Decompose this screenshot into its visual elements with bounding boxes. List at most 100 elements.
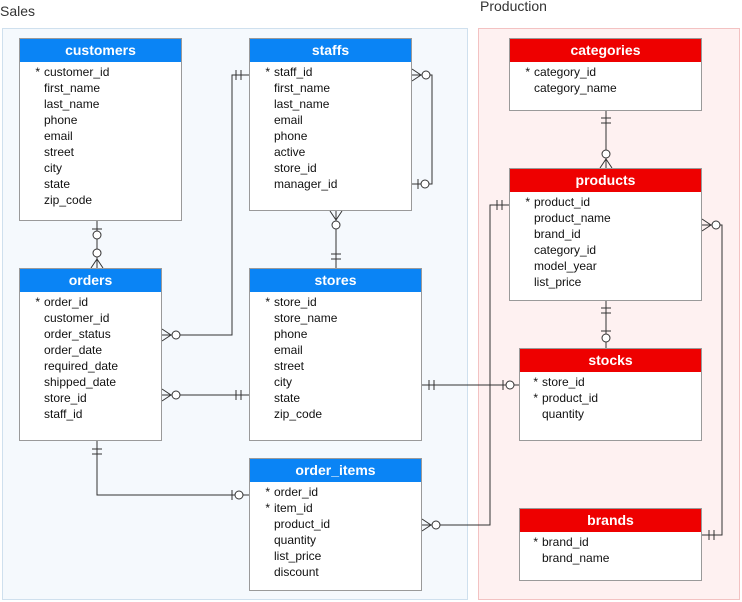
column-name: category_name (534, 81, 617, 95)
column-name: email (274, 343, 303, 357)
table-header-orders: orders (20, 269, 161, 292)
table-header-products: products (510, 169, 701, 192)
column-name: staff_id (44, 407, 83, 421)
column-row: state (262, 390, 421, 406)
column-name: customer_id (44, 311, 110, 325)
primary-key-marker: * (533, 535, 538, 549)
column-row: list_price (522, 274, 701, 290)
link-line (96, 441, 249, 496)
column-row: first_name (262, 80, 411, 96)
primary-key-marker: * (35, 65, 40, 79)
cardinality-zero-many-marker (171, 390, 181, 400)
crowfoot-marker (161, 388, 172, 402)
column-name: order_id (274, 485, 319, 499)
column-row: *order_id (262, 484, 421, 500)
column-name: phone (274, 129, 308, 143)
column-row: store_id (32, 390, 161, 406)
cardinality-zero-one-marker (601, 333, 611, 343)
column-row: order_date (32, 342, 161, 358)
column-row: required_date (32, 358, 161, 374)
column-name: active (274, 145, 306, 159)
link-line (422, 204, 509, 526)
column-row: quantity (262, 532, 421, 548)
column-row: staff_id (32, 406, 161, 422)
column-name: store_id (542, 375, 585, 389)
link-orders-order-items (92, 441, 249, 500)
column-name: city (44, 161, 62, 175)
column-name: store_id (274, 295, 317, 309)
column-row: shipped_date (32, 374, 161, 390)
column-name: store_id (44, 391, 87, 405)
column-row: *store_id (262, 294, 421, 310)
column-name: staff_id (274, 65, 313, 79)
column-row: email (262, 342, 421, 358)
cardinality-zero-many-marker (431, 520, 441, 530)
column-name: first_name (44, 81, 101, 95)
link-staffs-manager (411, 68, 433, 189)
link-customers-orders (90, 221, 104, 269)
column-row: *order_id (32, 294, 161, 310)
column-row: brand_name (530, 550, 701, 566)
column-name: zip_code (44, 193, 93, 207)
column-row: *staff_id (262, 64, 411, 80)
table-header-categories: categories (510, 39, 701, 62)
column-row: state (32, 176, 181, 192)
column-name: manager_id (274, 177, 338, 191)
cardinality-zero-many-marker (421, 70, 431, 80)
column-name: street (274, 359, 305, 373)
table-header-staffs: staffs (250, 39, 411, 62)
column-row: list_price (262, 548, 421, 564)
link-brands-products (701, 218, 723, 540)
column-name: category_id (534, 243, 597, 257)
column-name: store_name (274, 311, 338, 325)
primary-key-marker: * (525, 195, 530, 209)
column-name: product_name (534, 211, 611, 225)
column-name: customer_id (44, 65, 110, 79)
crowfoot-marker (701, 218, 712, 232)
crowfoot-marker (161, 328, 172, 342)
link-stores-orders (161, 388, 249, 402)
column-name: state (44, 177, 71, 191)
column-name: model_year (534, 259, 597, 273)
column-row: model_year (522, 258, 701, 274)
column-name: email (44, 129, 73, 143)
table-header-stocks: stocks (520, 349, 701, 372)
column-row: *item_id (262, 500, 421, 516)
crowfoot-marker (90, 258, 104, 269)
crowfoot-marker (421, 518, 432, 532)
column-row: phone (32, 112, 181, 128)
column-row: phone (262, 326, 421, 342)
link-products-stocks (601, 301, 611, 348)
column-row: phone (262, 128, 411, 144)
primary-key-marker: * (35, 295, 40, 309)
cardinality-zero-many-marker (331, 220, 341, 230)
column-name: store_id (274, 161, 317, 175)
column-name: order_date (44, 343, 103, 357)
column-row: city (32, 160, 181, 176)
column-row: active (262, 144, 411, 160)
column-row: *brand_id (530, 534, 701, 550)
link-staffs-orders (161, 70, 249, 342)
link-categories-products (599, 111, 613, 169)
column-name: brand_name (542, 551, 610, 565)
column-name: email (274, 113, 303, 127)
link-line (702, 224, 723, 536)
column-row: * customer_id (32, 64, 181, 80)
column-name: discount (274, 565, 319, 579)
column-name: item_id (274, 501, 313, 515)
link-products-order-items (421, 200, 509, 532)
